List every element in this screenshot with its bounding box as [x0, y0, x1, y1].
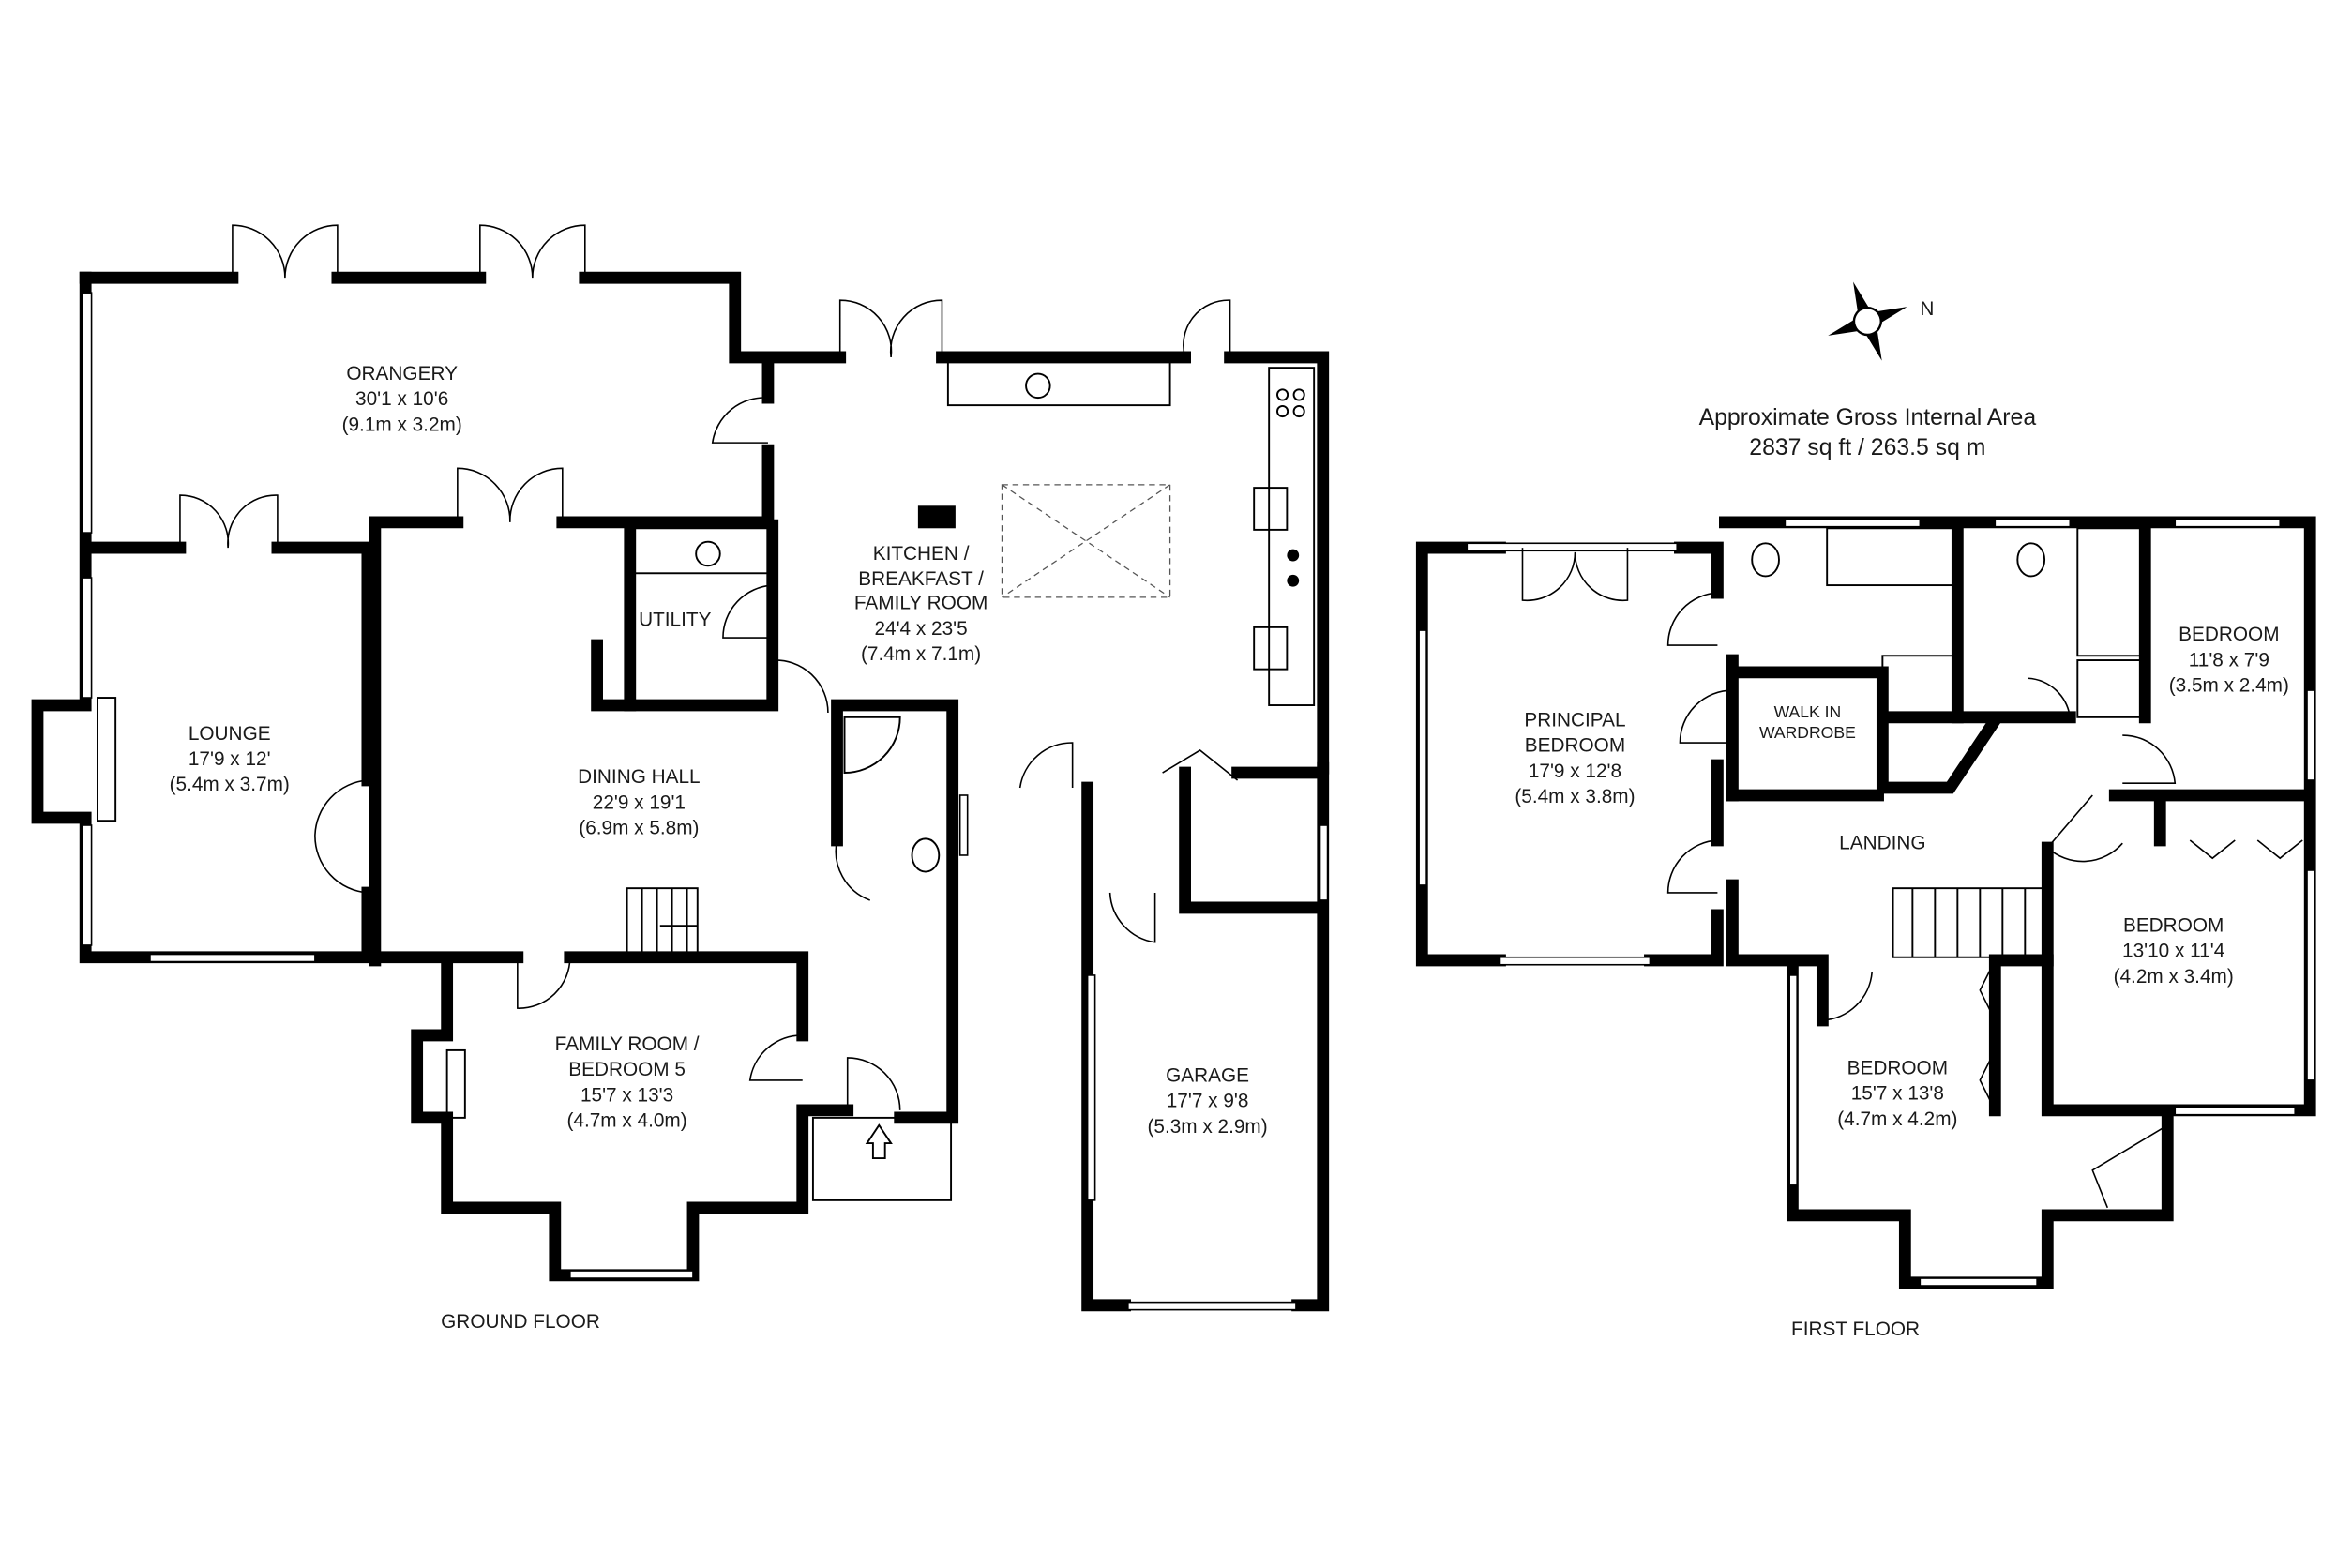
ground-floor-plan: ORANGERY 30'1 x 10'6 (9.1m x 3.2m) LOUNG…	[31, 224, 1330, 1333]
room-size-ft: 11'8 x 7'9	[2189, 649, 2269, 671]
room-name: KITCHEN /	[873, 543, 970, 565]
room-name: BEDROOM	[1847, 1058, 1948, 1079]
room-name: BREAKFAST /	[858, 568, 984, 590]
room-size-ft: 22'9 x 19'1	[593, 792, 686, 813]
room-size-ft: 17'9 x 12'	[188, 748, 271, 770]
first-floor-windows	[1418, 518, 2315, 1287]
floor-label: GROUND FLOOR	[441, 1311, 600, 1333]
room-size-m: (5.4m x 3.7m)	[170, 774, 290, 795]
staircase	[626, 887, 699, 957]
room-name: WARDROBE	[1759, 723, 1856, 742]
toilet-icon	[2016, 542, 2046, 578]
room-name: DINING HALL	[578, 766, 700, 788]
room-name: ORANGERY	[346, 363, 458, 384]
room-name: PRINCIPAL	[1524, 709, 1625, 731]
utility-sink-icon	[695, 540, 721, 567]
room-size-ft: 30'1 x 10'6	[355, 388, 448, 410]
shower-icon	[843, 716, 901, 774]
room-size-m: (5.3m x 2.9m)	[1147, 1116, 1267, 1138]
room-size-m: (9.1m x 3.2m)	[342, 414, 462, 435]
room-size-m: (4.7m x 4.0m)	[566, 1109, 686, 1131]
floor-label: FIRST FLOOR	[1791, 1319, 1920, 1340]
room-name: BEDROOM	[2123, 915, 2224, 937]
area-title: Approximate Gross Internal Area	[1699, 405, 2037, 430]
room-size-m: (3.5m x 2.4m)	[2169, 675, 2289, 697]
kitchen-island-block	[917, 505, 956, 529]
bath-icon	[2076, 527, 2142, 657]
room-size-m: (6.9m x 5.8m)	[579, 818, 699, 839]
room-name: WALK IN	[1774, 702, 1842, 721]
ground-floor-doors	[179, 224, 1239, 1110]
room-size-ft: 13'10 x 11'4	[2122, 941, 2224, 962]
room-name: BEDROOM	[1525, 735, 1625, 757]
first-floor-labels: PRINCIPAL BEDROOM 17'9 x 12'8 (5.4m x 3.…	[1515, 624, 2289, 1340]
hob-icon	[1276, 388, 1305, 418]
shower-icon	[1881, 655, 1956, 717]
staircase	[1892, 887, 2044, 958]
roof-lantern-skylight	[1001, 484, 1171, 598]
room-name: LOUNGE	[188, 723, 271, 745]
bath-icon	[1826, 527, 1956, 587]
room-size-m: (4.7m x 4.2m)	[1837, 1108, 1957, 1130]
first-floor-walls	[1415, 516, 2316, 1289]
room-size-m: (4.2m x 3.4m)	[2114, 966, 2234, 988]
room-size-ft: 17'9 x 12'8	[1529, 761, 1621, 782]
room-name: LANDING	[1839, 833, 1925, 854]
room-size-m: (5.4m x 3.8m)	[1515, 786, 1635, 807]
room-size-ft: 15'7 x 13'8	[1851, 1083, 1944, 1105]
toilet-icon	[911, 837, 941, 873]
room-name: FAMILY ROOM /	[555, 1033, 700, 1055]
toilet-icon	[1751, 542, 1780, 578]
room-name: BEDROOM 5	[568, 1059, 686, 1080]
room-name: GARAGE	[1166, 1064, 1249, 1086]
entrance-arrow-icon	[865, 1123, 893, 1160]
north-compass-icon	[1828, 281, 1907, 361]
ground-floor-fixtures	[626, 372, 1305, 1160]
oven-icon	[1287, 549, 1300, 562]
room-size-ft: 15'7 x 13'3	[580, 1084, 673, 1106]
room-name: UTILITY	[639, 609, 712, 630]
compass-north-label: N	[1920, 298, 1934, 320]
first-floor-plan: PRINCIPAL BEDROOM 17'9 x 12'8 (5.4m x 3.…	[1415, 516, 2316, 1340]
room-size-m: (7.4m x 7.1m)	[861, 643, 981, 665]
room-name: BEDROOM	[2179, 624, 2279, 645]
room-size-ft: 17'7 x 9'8	[1167, 1091, 1249, 1112]
shower-icon	[2076, 659, 2147, 718]
area-value: 2837 sq ft / 263.5 sq m	[1749, 435, 1985, 460]
first-floor-fixtures	[1751, 527, 2147, 958]
ground-floor-windows	[82, 292, 1329, 1311]
room-size-ft: 24'4 x 23'5	[874, 618, 967, 640]
first-floor-doors	[1521, 548, 2303, 1209]
ground-floor-labels: ORANGERY 30'1 x 10'6 (9.1m x 3.2m) LOUNG…	[170, 363, 1268, 1333]
room-name: FAMILY ROOM	[854, 593, 988, 614]
sink-icon	[1025, 372, 1051, 400]
